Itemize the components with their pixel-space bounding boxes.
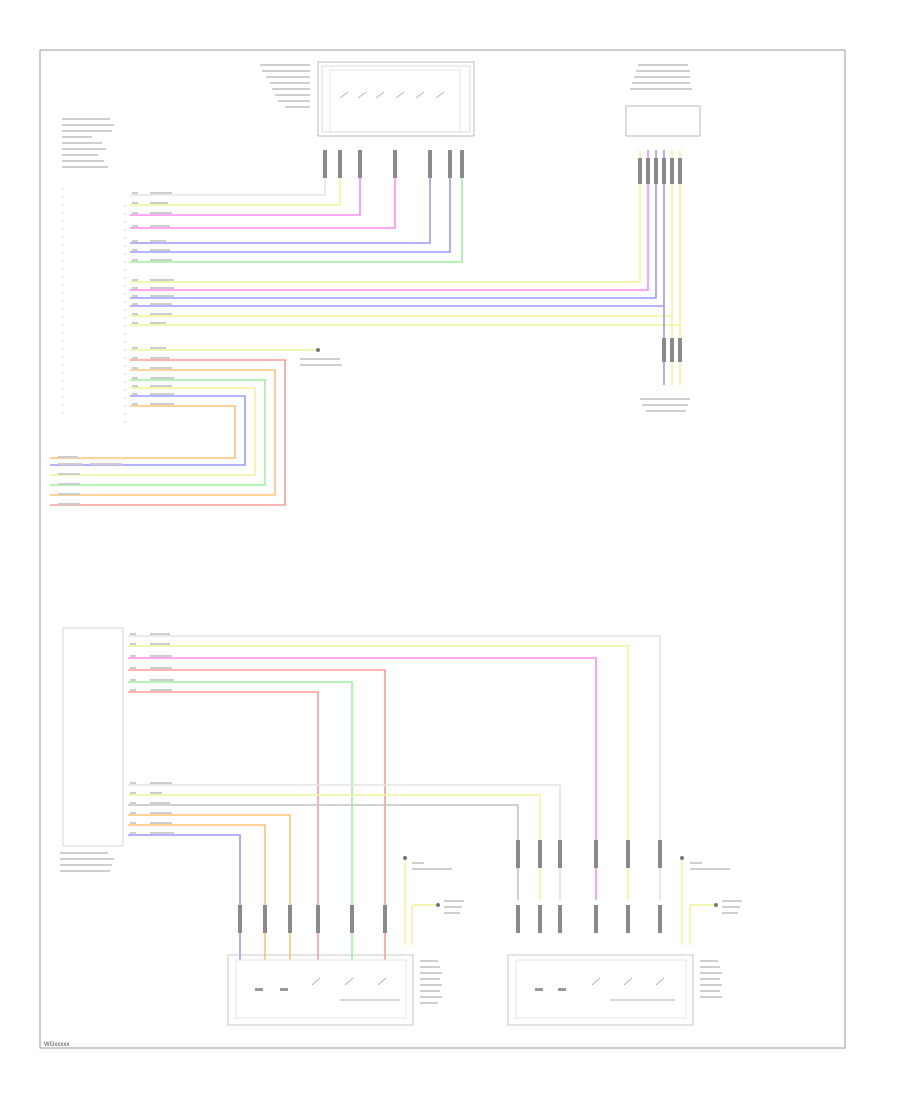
right-bottom-switch-block	[507, 954, 722, 1026]
top-left-module	[62, 118, 126, 425]
bottom-fuse-stubs	[404, 860, 716, 945]
bottom-fuse-labels	[403, 856, 742, 914]
left-bottom-switch-block	[227, 954, 442, 1026]
footer-code: WGxxxxx	[44, 1042, 69, 1048]
harness-wires	[50, 349, 318, 506]
top-right-connectors	[638, 158, 682, 362]
bottom-connectors	[238, 840, 662, 933]
top-switch-connectors	[323, 150, 464, 178]
bottom-wires-upper	[128, 635, 661, 960]
bottom-left-module	[60, 627, 124, 872]
harness-end-labels	[58, 456, 122, 505]
top-left-pin-labels	[132, 192, 174, 405]
top-switch-wires	[130, 150, 463, 263]
diagram-frame	[39, 49, 846, 1049]
bottom-wires-lower	[128, 784, 561, 960]
top-right-wires	[130, 150, 681, 385]
bottom-left-pin-labels	[130, 633, 174, 834]
top-right-module	[625, 64, 701, 137]
top-switch-module	[260, 61, 475, 137]
top-right-ground-label	[640, 398, 690, 412]
harness-ground	[300, 348, 342, 366]
